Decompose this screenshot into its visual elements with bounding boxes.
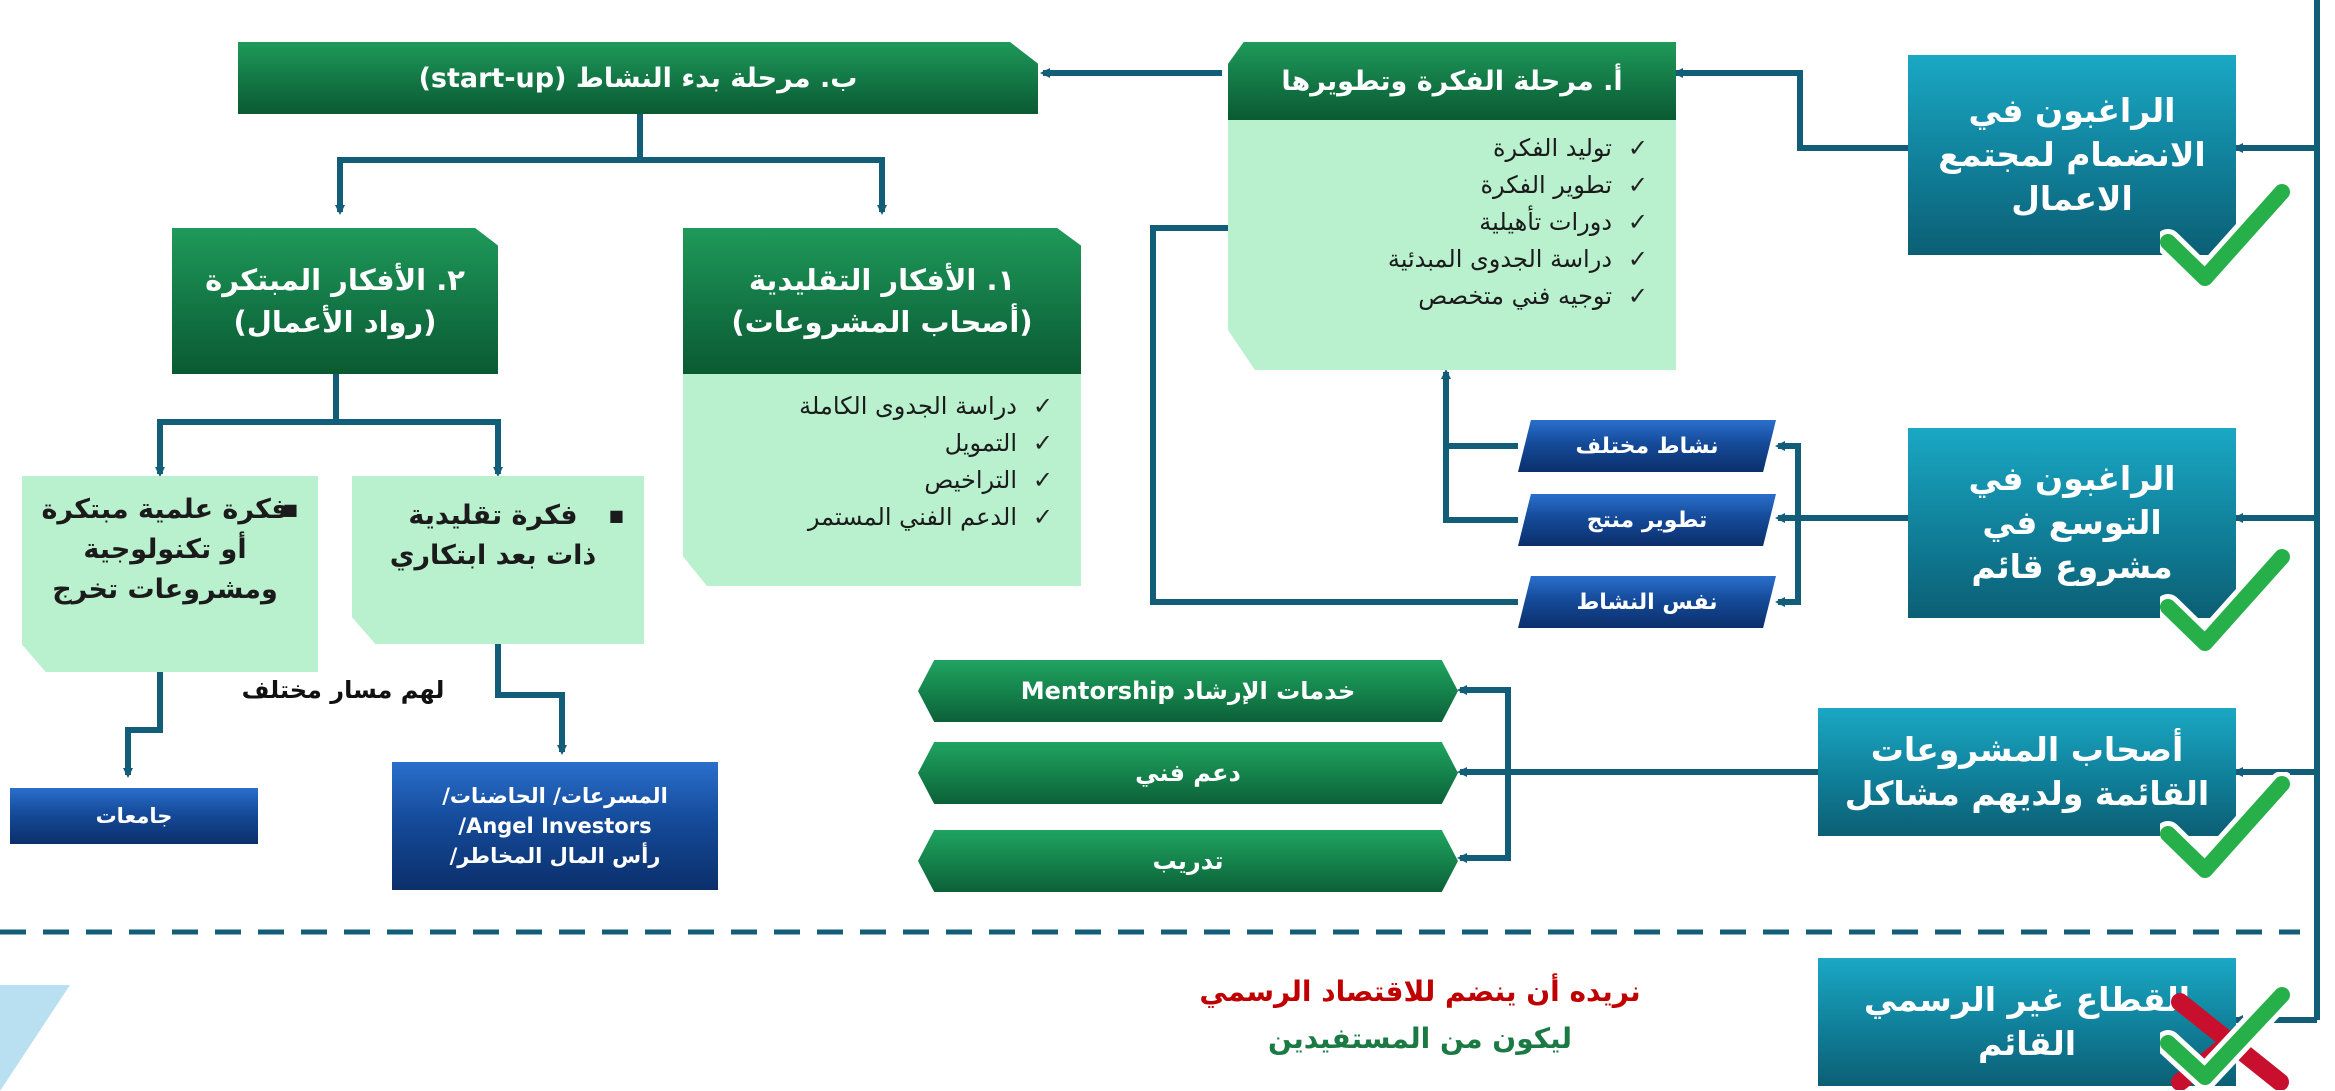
informal-note-line2: ليكون من المستفيدين <box>1268 1022 1572 1055</box>
stage-a-list: ✓توليد الفكرة ✓تطوير الفكرة ✓دورات تأهيل… <box>1238 130 1654 315</box>
category-label: أصحاب المشروعات القائمة ولديهم مشاكل <box>1844 730 2210 813</box>
checkmark-icon: ✓ <box>1032 429 1053 457</box>
informal-note-line1: نريده أن ينضم للاقتصاد الرسمي <box>1199 975 1641 1008</box>
stage-a-header: أ. مرحلة الفكرة وتطويرها <box>1228 42 1676 120</box>
checkmark-icon: ✓ <box>1032 392 1053 420</box>
traditional-list: ✓دراسة الجدوى الكاملة ✓التمويل ✓التراخيص… <box>693 388 1059 536</box>
traditional-header: ١. الأفكار التقليدية (أصحاب المشروعات) <box>683 228 1081 374</box>
option-different-activity: نشاط مختلف <box>1518 420 1776 472</box>
traditional-subtitle: (أصحاب المشروعات) <box>731 305 1033 339</box>
option-product-development: تطوير منتج <box>1518 494 1776 546</box>
accelerators-line1: المسرعات/ الحاضنات/ <box>442 784 668 808</box>
stage-a-title: أ. مرحلة الفكرة وتطويرها <box>1281 65 1623 97</box>
accelerators-line3: رأس المال المخاطر/ <box>449 844 661 868</box>
check-icon <box>2160 985 2290 1089</box>
checkmark-icon: ✓ <box>1627 245 1648 273</box>
list-item: ✓دراسة الجدوى المبدئية <box>1238 241 1654 278</box>
list-item: ✓الدعم الفني المستمر <box>693 499 1059 536</box>
category-label: الراغبون في التوسع في مشروع قائم <box>1968 459 2176 586</box>
idea-traditional-line1: ■فكرة تقليدية <box>362 496 624 536</box>
idea-scientific-line3: ومشروعات تخرج <box>52 574 278 605</box>
bullet-icon: ■ <box>608 506 624 525</box>
service-mentorship: خدمات الإرشاد Mentorship <box>918 660 1458 722</box>
checkmark-icon: ✓ <box>1032 503 1053 531</box>
list-item: ✓دورات تأهيلية <box>1238 204 1654 241</box>
checkmark-icon: ✓ <box>1627 208 1648 236</box>
category-troubled-projects: أصحاب المشروعات القائمة ولديهم مشاكل <box>1818 708 2236 836</box>
idea-traditional-box: ■فكرة تقليدية ذات بعد ابتكاري <box>352 476 644 644</box>
category-label: الراغبون في الانضمام لمجتمع الاعمال <box>1938 91 2206 218</box>
option-same-activity: نفس النشاط <box>1518 576 1776 628</box>
traditional-title: ١. الأفكار التقليدية <box>748 263 1016 297</box>
category-label: القطاع غير الرسمي القائم <box>1863 980 2191 1063</box>
innovative-title: ٢. الأفكار المبتكرة <box>205 263 465 297</box>
universities-box: جامعات <box>10 788 258 844</box>
traditional-list-box: ✓دراسة الجدوى الكاملة ✓التمويل ✓التراخيص… <box>683 374 1081 586</box>
checkmark-icon: ✓ <box>1627 282 1648 310</box>
checkmark-icon: ✓ <box>1627 134 1648 162</box>
list-item: ✓توجيه فني متخصص <box>1238 278 1654 315</box>
innovative-header: ٢. الأفكار المبتكرة (رواد الأعمال) <box>172 228 498 374</box>
check-icon <box>2160 180 2290 290</box>
universities-label: جامعات <box>95 804 173 828</box>
service-training: تدريب <box>918 830 1458 892</box>
idea-traditional-line2: ذات بعد ابتكاري <box>389 540 597 571</box>
category-expand-project: الراغبون في التوسع في مشروع قائم <box>1908 428 2236 618</box>
stage-b-header: ب. مرحلة بدء النشاط (start-up) <box>238 42 1038 114</box>
idea-scientific-line2: أو تكنولوجية <box>83 534 247 565</box>
list-item: ✓التراخيص <box>693 462 1059 499</box>
list-item: ✓دراسة الجدوى الكاملة <box>693 388 1059 425</box>
accelerators-line2: /Angel Investors <box>458 814 652 838</box>
idea-scientific-box: ■فكرة علمية مبتكرة أو تكنولوجية ومشروعات… <box>22 476 318 672</box>
checkmark-icon: ✓ <box>1627 171 1648 199</box>
bullet-icon: ■ <box>282 500 298 519</box>
category-join-business: الراغبون في الانضمام لمجتمع الاعمال <box>1908 55 2236 255</box>
accelerators-box: المسرعات/ الحاضنات/ /Angel Investors رأس… <box>392 762 718 890</box>
category-informal-sector: القطاع غير الرسمي القائم <box>1818 958 2236 1086</box>
stage-b-title: ب. مرحلة بدء النشاط (start-up) <box>418 62 858 94</box>
stage-a-list-box: ✓توليد الفكرة ✓تطوير الفكرة ✓دورات تأهيل… <box>1228 120 1676 370</box>
list-item: ✓توليد الفكرة <box>1238 130 1654 167</box>
checkmark-icon: ✓ <box>1032 466 1053 494</box>
check-icon <box>2160 545 2290 655</box>
check-icon <box>2160 772 2290 882</box>
list-item: ✓تطوير الفكرة <box>1238 167 1654 204</box>
list-item: ✓التمويل <box>693 425 1059 462</box>
idea-scientific-line1: ■فكرة علمية مبتكرة <box>32 490 298 530</box>
service-technical-support: دعم فني <box>918 742 1458 804</box>
innovative-subtitle: (رواد الأعمال) <box>233 305 437 339</box>
different-path-label: لهم مسار مختلف <box>241 676 445 704</box>
